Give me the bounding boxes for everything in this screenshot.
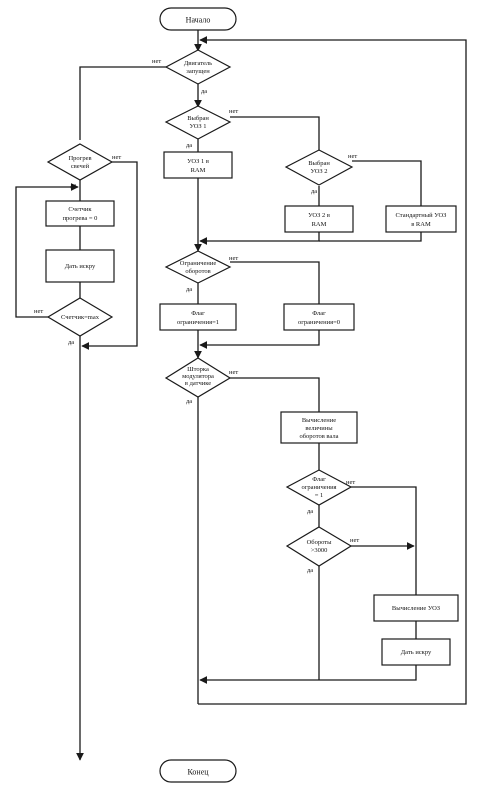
warmup-line2: свечей — [71, 163, 90, 170]
uoz1-sel-line2: УОЗ 1 — [189, 123, 206, 130]
uoz2-ram-line1: УОЗ 2 в — [308, 212, 330, 219]
box-calc-rpm — [280, 411, 358, 444]
flag0-line1: Флаг — [312, 310, 326, 317]
counter-max-label: Счетчик=max — [61, 314, 100, 321]
engine-running-line2: запущен — [186, 68, 210, 75]
limit-flag-line3: = 1 — [315, 492, 324, 499]
decision-rpm-limit — [164, 250, 232, 284]
calc-rpm-line2: величины — [305, 425, 333, 432]
uoz1-sel-line1: Выбран — [187, 115, 209, 122]
yes-label: да — [201, 88, 207, 95]
yes-label: да — [311, 188, 317, 195]
yes-label: да — [307, 567, 313, 574]
uoz1-ram-line1: УОЗ 1 в — [187, 158, 209, 165]
box-uoz2-ram — [284, 205, 354, 233]
uoz2-ram-line2: RAM — [312, 221, 327, 228]
spark-left-label: Дать искру — [65, 263, 96, 270]
rpm-limit-line2: оборотов — [185, 268, 210, 275]
no-label: нет — [229, 108, 238, 115]
decision-engine-running — [164, 49, 232, 85]
standard-uoz-line1: Стандартный УОЗ — [396, 212, 447, 219]
shutter-line3: в датчике — [185, 380, 211, 387]
end-terminator — [159, 759, 237, 783]
standard-uoz-line2: в RAM — [411, 221, 431, 228]
start-terminator — [159, 7, 237, 31]
calc-rpm-line1: Вычисление — [302, 417, 336, 424]
calc-uoz-label: Вычисление УОЗ — [392, 605, 440, 612]
spark-right-label: Дать искру — [401, 649, 432, 656]
decision-uoz1-selected — [164, 105, 232, 140]
yes-label: да — [186, 142, 192, 149]
yes-label: да — [186, 286, 192, 293]
decision-warmup-plugs — [46, 143, 114, 181]
no-label: нет — [152, 58, 161, 65]
decision-counter-max — [46, 297, 114, 337]
yes-label: да — [68, 339, 74, 346]
engine-running-line1: Двигатель — [184, 60, 212, 67]
no-label: нет — [34, 308, 43, 315]
no-label: нет — [346, 479, 355, 486]
box-calc-uoz — [373, 594, 459, 622]
box-standard-uoz — [385, 205, 457, 233]
warmup-counter-line2: прогрева = 0 — [63, 215, 98, 222]
limit-flag-line1: Флаг — [312, 476, 326, 483]
no-label: нет — [229, 255, 238, 262]
end-label: Конец — [187, 768, 209, 777]
box-uoz1-ram — [163, 151, 233, 179]
limit-flag-line2: ограничения — [301, 484, 336, 491]
rpm-over-line1: Обороты — [307, 539, 333, 546]
box-limit-flag-1 — [159, 303, 237, 331]
uoz1-ram-line2: RAM — [191, 167, 206, 174]
decision-limit-flag — [285, 469, 353, 506]
no-label: нет — [350, 537, 359, 544]
no-label: нет — [112, 154, 121, 161]
box-spark-right — [381, 638, 451, 666]
connectors — [15, 30, 467, 761]
uoz2-sel-line1: Выбран — [308, 160, 330, 167]
yes-label: да — [186, 398, 192, 405]
shutter-line1: Шторка — [187, 366, 209, 373]
box-spark-left — [45, 249, 115, 283]
flag1-line2: ограничения=1 — [177, 319, 219, 326]
decision-rpm-over — [285, 526, 353, 567]
shutter-line2: модулятора — [182, 373, 214, 380]
warmup-line1: Прогрев — [68, 155, 91, 162]
rpm-over-line2: >3000 — [311, 547, 328, 554]
start-label: Начало — [186, 16, 211, 25]
decision-uoz2-selected — [284, 149, 354, 186]
flag1-line1: Флаг — [191, 310, 205, 317]
yes-label: да — [307, 508, 313, 515]
box-warmup-counter — [45, 200, 115, 227]
no-label: нет — [229, 369, 238, 376]
calc-rpm-line3: оборотов вала — [300, 433, 339, 440]
uoz2-sel-line2: УОЗ 2 — [310, 168, 327, 175]
box-limit-flag-0 — [283, 303, 355, 331]
no-label: нет — [348, 153, 357, 160]
decision-modulator-shutter — [164, 357, 232, 398]
yes-label: да — [70, 182, 76, 189]
rpm-limit-line1: Ограничение — [180, 260, 217, 267]
warmup-counter-line1: Счетчик — [68, 206, 92, 213]
flag0-line2: ограничения=0 — [298, 319, 340, 326]
